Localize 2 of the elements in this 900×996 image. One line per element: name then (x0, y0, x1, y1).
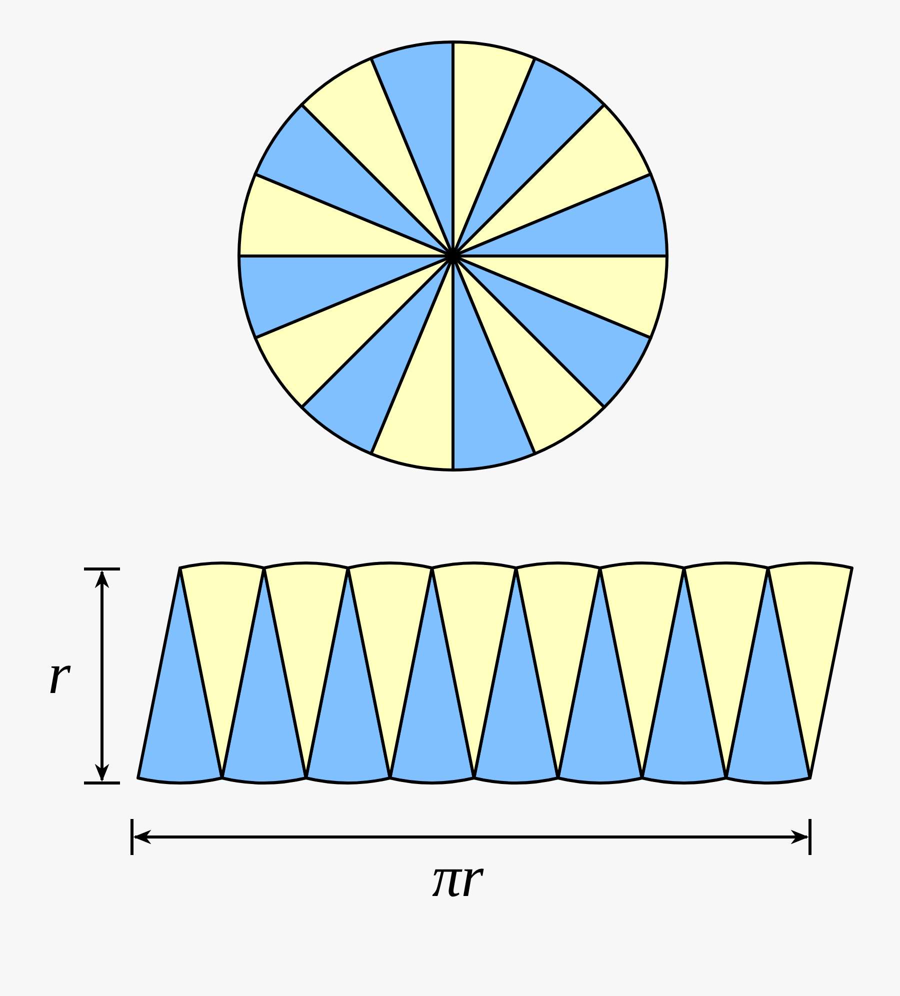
radius-label: r (48, 645, 71, 703)
half-circumference-label: πr (432, 848, 484, 906)
